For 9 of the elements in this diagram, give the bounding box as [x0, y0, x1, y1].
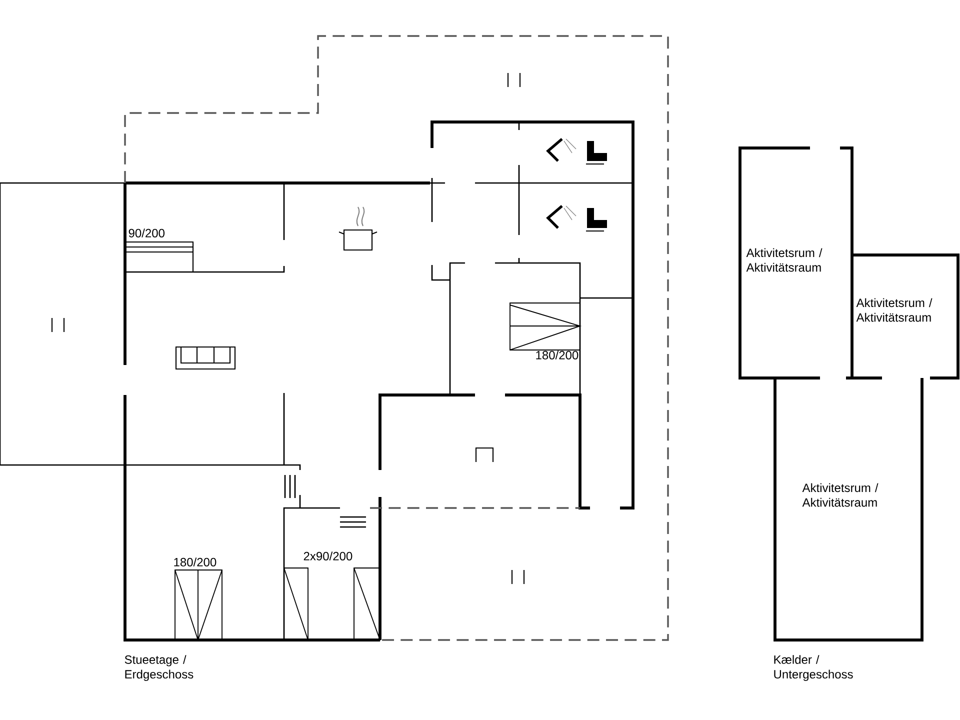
bed-size-label: 180/200: [536, 350, 578, 360]
bed-size-label: 90/200: [128, 228, 164, 238]
bed-size-label: 2x90/200: [304, 552, 352, 560]
floor-label: Stueetage / Erdgeschoss: [124, 655, 194, 681]
room-label: Aktivitetsrum / Aktivitätsraum: [746, 248, 822, 272]
bed-size-label: 180/200: [174, 558, 216, 566]
floor-label: Kælder / Untergeschoss: [774, 655, 853, 681]
room-label: Aktivitetsrum / Aktivitätsraum: [856, 298, 932, 322]
room-label: Aktivitetsrum / Aktivitätsraum: [802, 483, 878, 507]
